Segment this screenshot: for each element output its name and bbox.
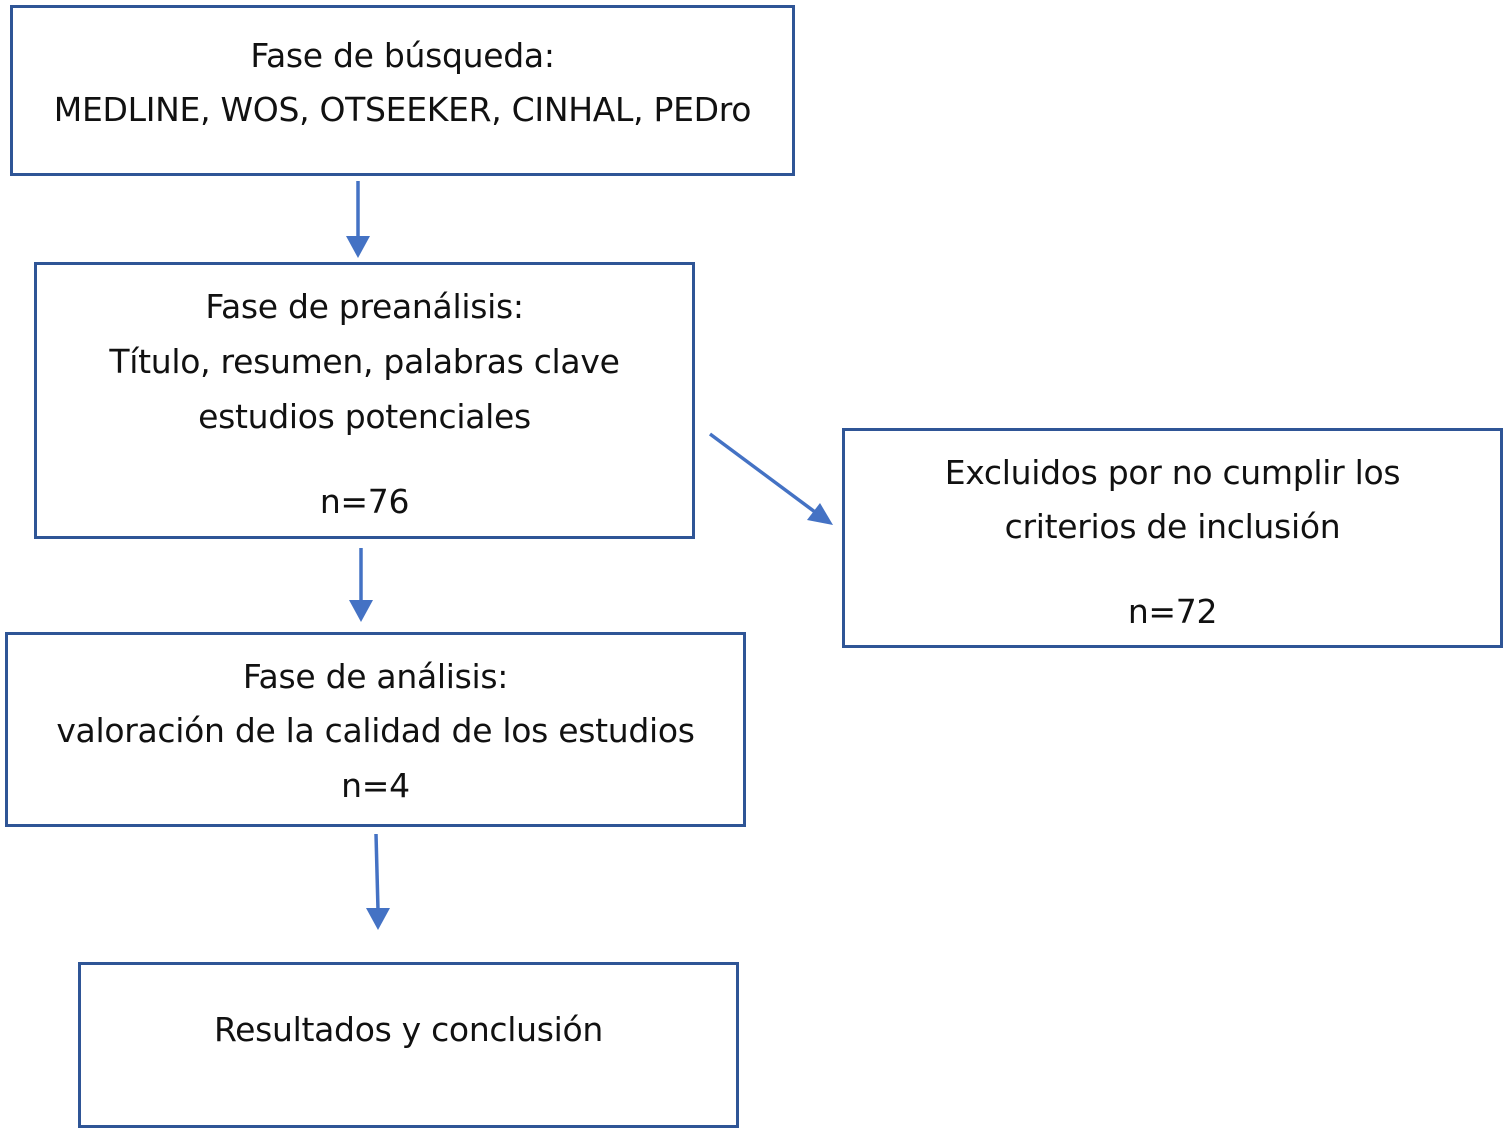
preanalysis-count: n=76: [319, 482, 410, 521]
preanalysis-potential-studies: estudios potenciales: [198, 397, 531, 436]
search-phase-databases: MEDLINE, WOS, OTSEEKER, CINHAL, PEDro: [53, 90, 752, 129]
search-phase-title: Fase de búsqueda:: [250, 36, 555, 75]
arrow-search-to-preanalysis: [346, 181, 370, 258]
arrow-analysis-to-results: [366, 833, 390, 930]
analysis-quality-assessment: valoración de la calidad de los estudios: [56, 711, 695, 750]
excluded-count: n=72: [1127, 592, 1218, 631]
excluded-reason-line1: Excluidos por no cumplir los: [944, 453, 1401, 492]
arrow-preanalysis-to-excluded: [708, 432, 833, 525]
results-title: Resultados y conclusión: [213, 1010, 604, 1049]
analysis-phase-box: Fase de análisis: valoración de la calid…: [5, 632, 746, 827]
excluded-box: Excluidos por no cumplir los criterios d…: [842, 428, 1503, 648]
preanalysis-phase-title: Fase de preanálisis:: [205, 287, 524, 326]
analysis-phase-title: Fase de análisis:: [242, 657, 509, 696]
arrow-preanalysis-to-analysis: [349, 548, 373, 622]
preanalysis-phase-box: Fase de preanálisis: Título, resumen, pa…: [34, 262, 695, 539]
results-box: Resultados y conclusión: [78, 962, 739, 1128]
preanalysis-criteria: Título, resumen, palabras clave: [109, 342, 620, 381]
analysis-count: n=4: [341, 766, 410, 805]
excluded-reason-line2: criterios de inclusión: [1004, 507, 1341, 546]
search-phase-box: Fase de búsqueda: MEDLINE, WOS, OTSEEKER…: [10, 5, 795, 176]
